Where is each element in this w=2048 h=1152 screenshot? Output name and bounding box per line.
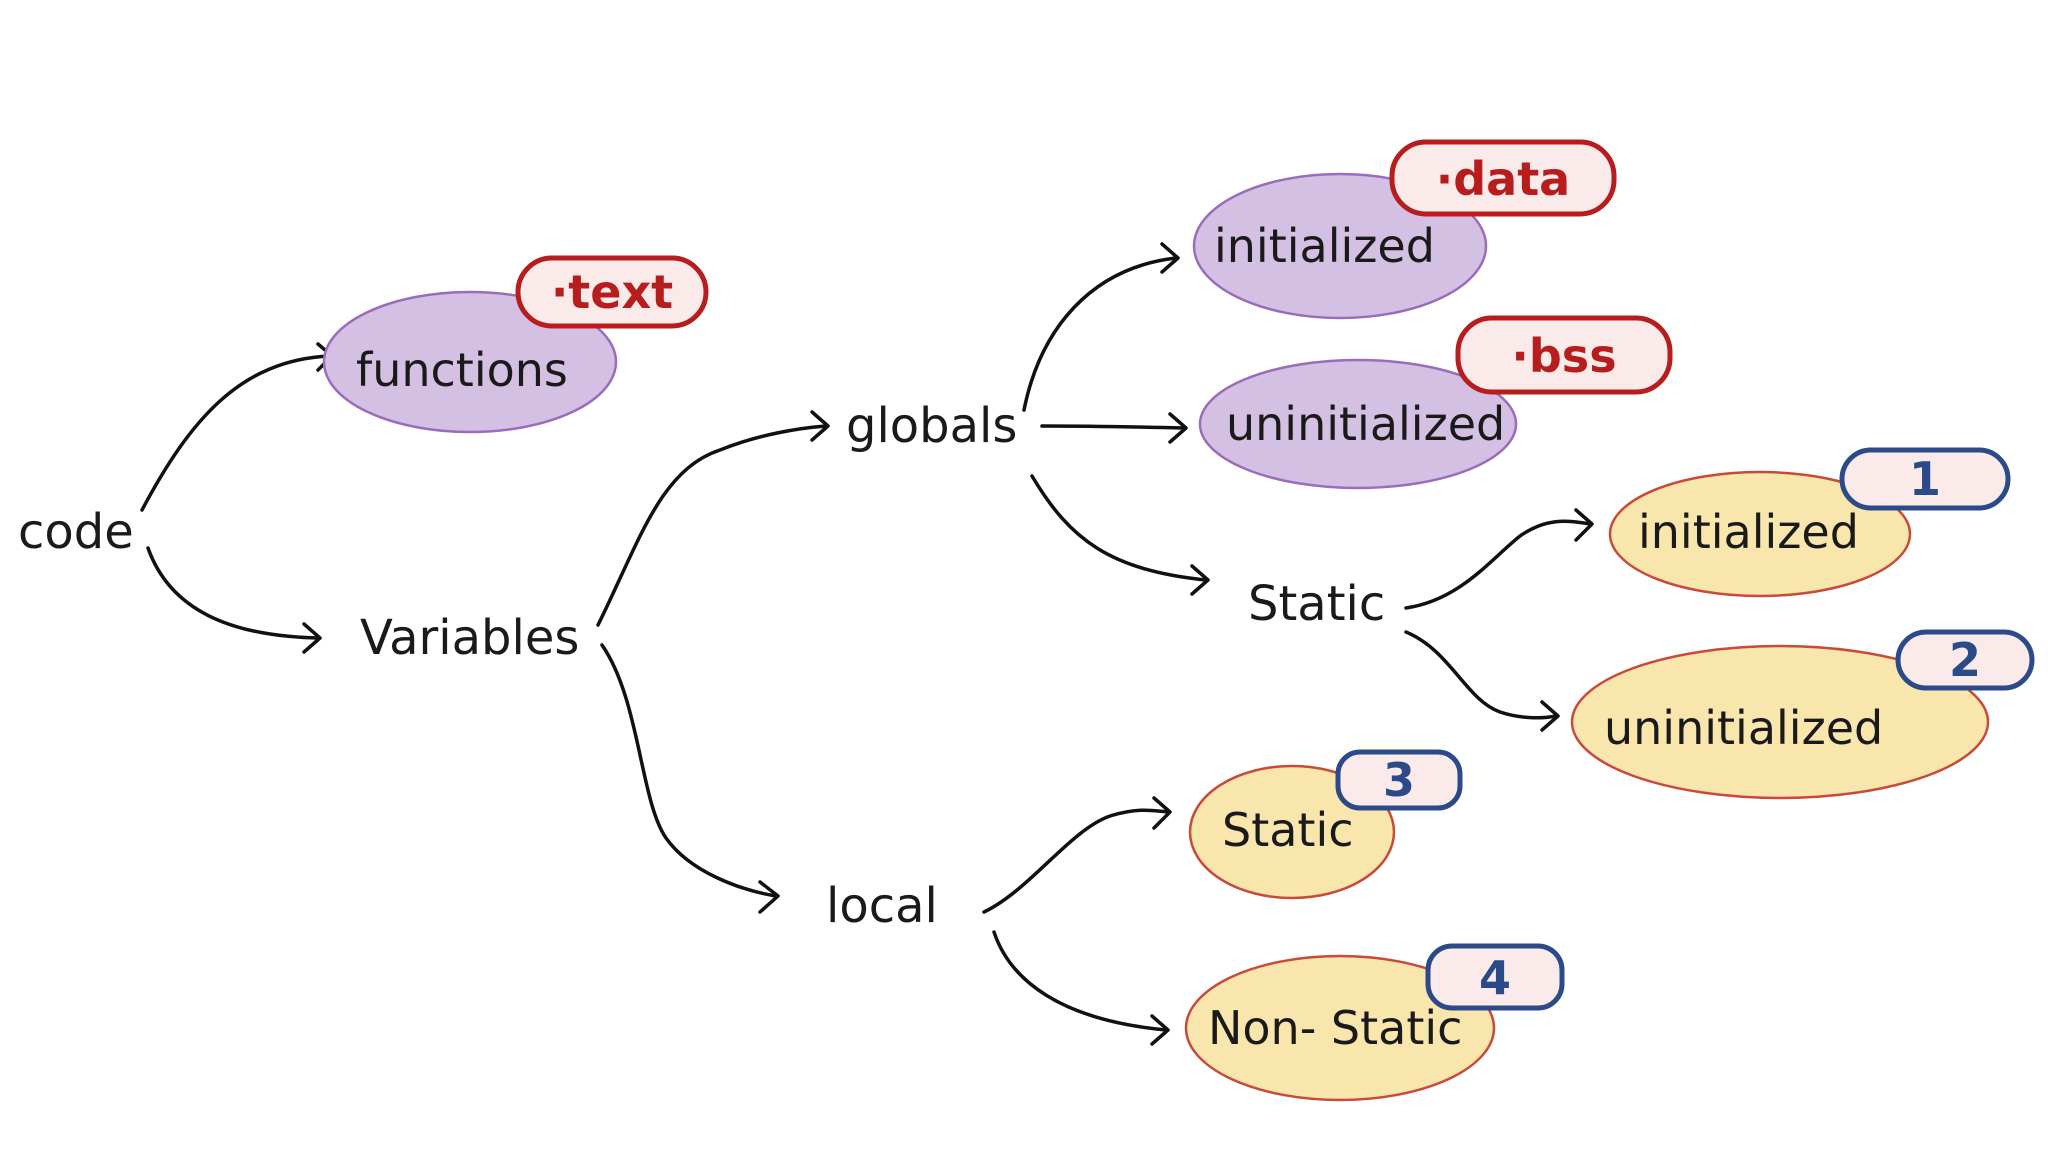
arrow-code-functions [140, 354, 332, 512]
connectors [140, 242, 1594, 1046]
globals-uninitialized-label: uninitialized [1226, 397, 1505, 451]
tag-labels: ·text ·data ·bss 1 2 3 4 [551, 152, 1981, 1005]
arrowhead-globals-initialized [1160, 242, 1180, 274]
bss-tag [1455, 315, 1673, 395]
data-tag [1389, 139, 1617, 217]
tag-three [1335, 749, 1463, 811]
tag-four [1425, 943, 1565, 1011]
tag-three-label: 3 [1383, 753, 1415, 807]
arrowhead-static-initialized [1574, 508, 1594, 542]
arrowhead-globals-uninitialized [1168, 412, 1188, 444]
globals-label: globals [846, 398, 1017, 454]
arrowhead-local-static [1152, 796, 1172, 830]
arrowhead-variables-globals [810, 410, 830, 442]
tag-four-label: 4 [1479, 951, 1511, 1005]
text-tag-label: ·text [551, 265, 673, 319]
tag-one-label: 1 [1909, 452, 1941, 506]
arrow-code-variables [146, 546, 320, 640]
arrowhead-static-uninitialized [1540, 700, 1560, 732]
arrow-local-non-static [992, 930, 1168, 1032]
functions-label: functions [356, 343, 568, 397]
globals-initialized-label: initialized [1214, 219, 1435, 273]
tag-one [1839, 447, 2011, 511]
node-labels: code functions Variables globals local i… [18, 219, 1883, 1055]
text-tag [515, 255, 709, 329]
arrow-static-uninitialized [1404, 630, 1558, 720]
data-tag-label: ·data [1436, 152, 1570, 206]
local-non-static-blob [1184, 954, 1496, 1102]
tag-two [1895, 629, 2035, 691]
bss-tag-label: ·bss [1511, 329, 1616, 383]
arrow-static-initialized [1404, 519, 1592, 610]
arrow-variables-globals [596, 424, 828, 627]
arrow-globals-uninitialized [1040, 424, 1186, 430]
arrow-globals-initialized [1022, 256, 1178, 412]
static-initialized-label: initialized [1638, 505, 1859, 559]
globals-uninitialized-blob [1198, 358, 1518, 490]
tags [515, 139, 2035, 1011]
variables-label: Variables [360, 610, 579, 666]
static-initialized-blob [1608, 470, 1912, 598]
arrow-globals-static [1030, 474, 1208, 582]
local-label: local [826, 878, 938, 934]
local-non-static-label: Non- Static [1208, 1001, 1462, 1055]
static-uninitialized-blob [1570, 644, 1990, 800]
local-static-label: Static [1222, 803, 1354, 857]
arrowhead-local-non-static [1150, 1014, 1170, 1046]
code-label: code [18, 504, 134, 560]
tag-two-label: 2 [1949, 633, 1981, 687]
arrow-local-static [982, 808, 1170, 914]
arrowhead-code-variables [302, 622, 322, 654]
arrowhead-globals-static [1190, 564, 1210, 596]
arrow-variables-local [600, 643, 778, 898]
arrowhead-variables-local [758, 880, 780, 914]
globals-static-label: Static [1248, 576, 1385, 632]
static-uninitialized-label: uninitialized [1604, 701, 1883, 755]
